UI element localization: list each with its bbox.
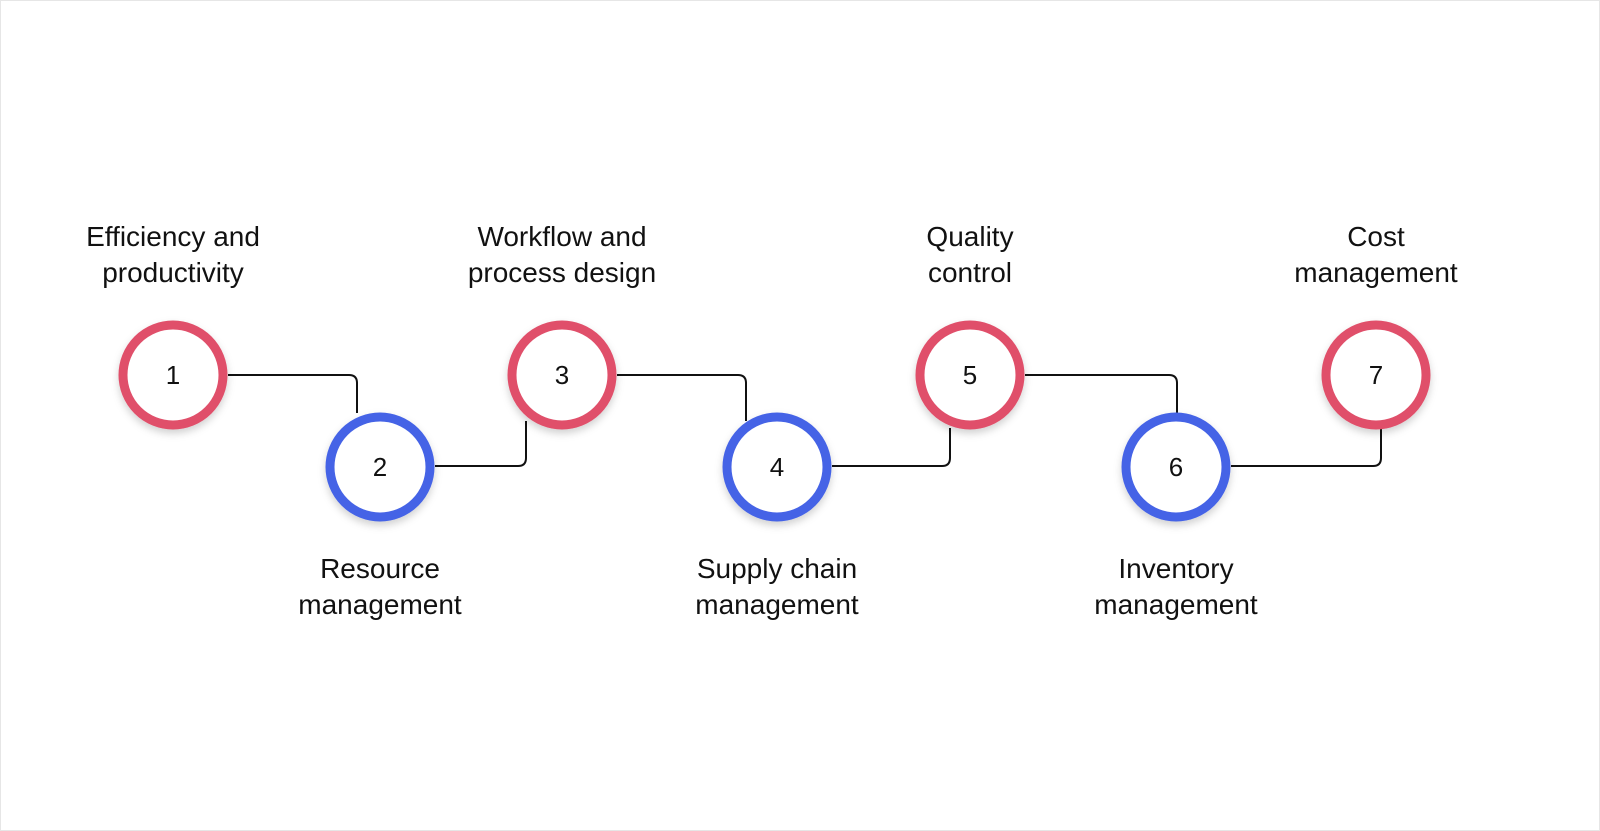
step-number: 5	[963, 360, 977, 390]
step-node-6: 6	[1121, 412, 1231, 522]
connector-4-5	[832, 428, 951, 467]
step-circle	[507, 320, 617, 430]
step-label-3: Workflow and process design	[467, 221, 657, 288]
step-node-3: 3	[507, 320, 617, 430]
step-node-4: 4	[722, 412, 832, 522]
step-circle	[915, 320, 1025, 430]
connector-2-3	[435, 421, 527, 467]
step-label-1: Efficiency and productivity	[86, 221, 260, 288]
step-number: 3	[555, 360, 569, 390]
connector-1-2	[228, 374, 358, 413]
step-label-5: Quality control	[926, 221, 1014, 288]
connector-6-7	[1231, 428, 1382, 467]
step-label-6: Inventory management	[1094, 553, 1258, 620]
step-number: 4	[770, 452, 784, 482]
step-number: 7	[1369, 360, 1383, 390]
step-label-2: Resource management	[298, 553, 462, 620]
step-circle	[118, 320, 228, 430]
step-circle	[1121, 412, 1231, 522]
step-number: 2	[373, 452, 387, 482]
step-number: 6	[1169, 452, 1183, 482]
step-node-5: 5	[915, 320, 1025, 430]
step-circle	[1321, 320, 1431, 430]
connector-3-4	[617, 374, 747, 421]
step-number: 1	[166, 360, 180, 390]
connector-5-6	[1025, 374, 1178, 413]
step-node-1: 1	[118, 320, 228, 430]
step-label-7: Cost management	[1294, 221, 1458, 288]
step-circle	[722, 412, 832, 522]
step-node-7: 7	[1321, 320, 1431, 430]
step-node-2: 2	[325, 412, 435, 522]
step-circle	[325, 412, 435, 522]
step-label-4: Supply chain management	[695, 553, 859, 620]
